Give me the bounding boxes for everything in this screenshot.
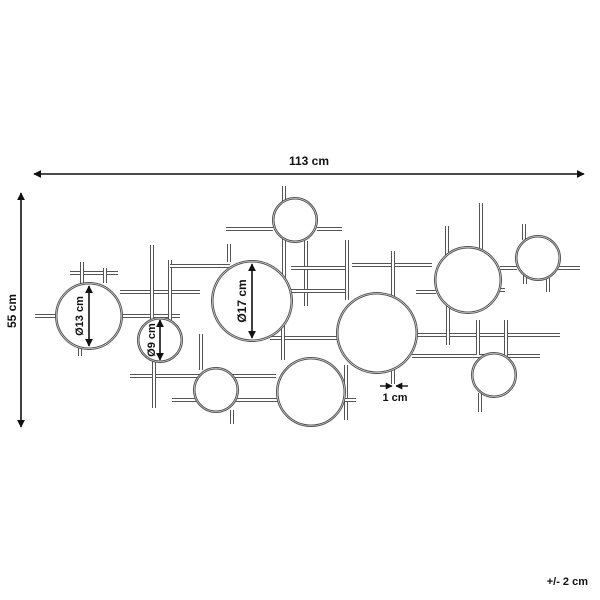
diameter-17-label: Ø17 cm xyxy=(235,279,249,322)
tolerance-note: +/- 2 cm xyxy=(546,576,588,588)
diameter-17-annotation: Ø17 cm xyxy=(235,263,256,339)
mirror-bottom-left-small xyxy=(193,367,239,413)
decor-mirrors xyxy=(55,197,561,427)
diameter-9-annotation: Ø9 cm xyxy=(146,319,164,361)
diameter-13-annotation: Ø13 cm xyxy=(74,285,93,347)
mirror-right-top-small xyxy=(515,235,561,281)
bar-thickness-annotation: 1 cm xyxy=(380,382,408,404)
mirror-right-bottom-small xyxy=(471,352,517,398)
width-dimension: 113 cm xyxy=(33,154,585,178)
mirror-center-large xyxy=(336,292,418,374)
width-label: 113 cm xyxy=(289,154,329,168)
diameter-13-label: Ø13 cm xyxy=(74,296,86,336)
diameter-9-label: Ø9 cm xyxy=(146,323,158,357)
height-label: 55 cm xyxy=(5,294,19,328)
mirror-right-large xyxy=(434,246,502,314)
mirror-bottom-mid xyxy=(276,357,346,427)
bar-thickness-label: 1 cm xyxy=(382,392,407,404)
mirror-top-small xyxy=(272,197,318,243)
height-dimension: 55 cm xyxy=(5,192,25,428)
